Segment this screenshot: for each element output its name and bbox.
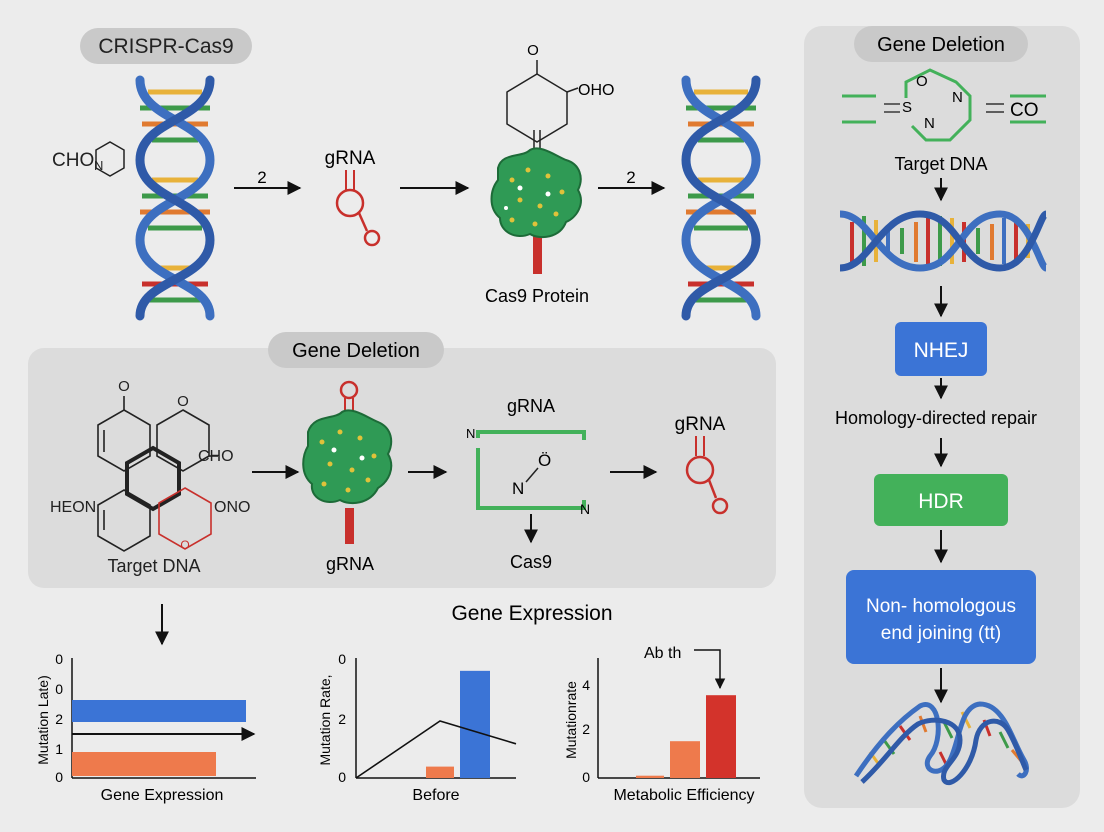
grna-box: gRNA N N Ö N Cas9 [466,396,590,572]
right-target-label: Target DNA [894,154,987,174]
charts-heading: Gene Expression [451,602,612,625]
chart1-bar-orange [72,752,216,776]
arrow-1-label: 2 [257,168,266,187]
cho-label: CHO [52,150,94,171]
hdr-box: HDR [874,474,1008,526]
chart2-bar-orange [426,766,454,778]
middle-protein-label: gRNA [326,554,374,574]
chart3-ylabel: Mutationrate [563,681,579,759]
grna-middle-right: gRNA [675,414,729,515]
dna-helix-2 [681,75,761,321]
chart3-xlabel: Metabolic Efficiency [613,787,754,804]
chart-1: Mutation Late) 0 0 2 1 0 Gene Expression [35,651,256,804]
right-co-label: CO [1010,100,1039,121]
chart1-xlabel: Gene Expression [101,787,224,804]
chart3-bar-1 [636,775,664,778]
chart3-tick-2: 0 [582,769,590,785]
arrow-3-label: 2 [626,168,635,187]
chart2-xlabel: Before [412,787,459,804]
cas9-protein-middle: gRNA [302,380,393,574]
box-n-center: N [512,479,524,498]
middle-target-label: Target DNA [107,556,200,576]
dna-final [853,701,1029,785]
middle-title: Gene Deletion [292,340,420,362]
cho-molecule: CHO N [52,141,125,177]
chart3-annotation-arrow [694,649,726,690]
right-mol-n2: N [924,115,935,132]
grna-top-label: gRNA [325,148,376,169]
chart3-tick-1: 2 [582,721,590,737]
cas9-protein-top: Cas9 Protein [485,147,589,306]
chart1-ylabel: Mutation Late) [35,675,51,765]
top-title: CRISPR-Cas9 [98,35,233,58]
middle-panel [28,348,776,588]
oho-label: OHO [578,82,614,99]
ketone-o: O [527,42,539,59]
chart2-tick-2: 0 [338,769,346,785]
dna-horizontal [839,210,1050,272]
box-n-right: N [580,501,590,517]
chart3-tick-0: 4 [582,677,590,693]
mol-ono: ONO [214,499,250,516]
hdr-text: Homology-directed repair [835,408,1037,428]
right-mol-o: O [916,73,928,90]
chart1-tick-2: 2 [55,711,63,727]
chart2-tick-0: 0 [338,651,346,667]
chart1-tick-3: 1 [55,741,63,757]
middle-title-pill: Gene Deletion [268,332,444,368]
cas9-protein-label: Cas9 Protein [485,286,589,306]
chart1-bar-blue [72,700,246,722]
hdr-label: HDR [918,490,964,513]
right-mol-s: S [902,99,912,116]
box-o-center: Ö [538,451,551,470]
mol-o1: O [118,378,130,395]
box-top-label: gRNA [507,396,555,416]
chart2-bar-blue [460,670,490,778]
chart-2: Mutation Rate, 0 2 0 Before [317,651,517,804]
grna-top: gRNA [325,148,381,247]
top-title-pill: CRISPR-Cas9 [80,28,252,64]
chart-3: Mutationrate 4 2 0 Ab th Metabolic Effic… [563,645,760,804]
chart1-tick-1: 0 [55,681,63,697]
chart3-bar-2 [670,741,700,778]
right-title-pill: Gene Deletion [854,26,1028,62]
grna-right-label: gRNA [675,414,726,435]
chart2-line [355,720,517,779]
chart3-annotation: Ab th [644,645,681,662]
nhej-full-line1: Non- homologous [866,596,1016,617]
target-molecule: O O CHO HEON ONO O Target DNA [50,378,250,576]
right-title: Gene Deletion [877,34,1005,56]
chart1-tick-4: 0 [55,769,63,785]
ketone-molecule: O OHO [506,42,614,156]
box-n-left: N [466,426,475,441]
mol-o2: O [177,393,189,410]
ring-n: N [94,158,103,173]
dna-helix-1 [135,75,215,321]
chart2-ylabel: Mutation Rate, [317,674,333,765]
right-mol-n1: N [952,89,963,106]
right-molecule: O N S N CO Target DNA [842,68,1046,174]
mol-heon: HEON [50,499,96,516]
mol-cho: CHO [198,448,234,465]
nhej-full-line2: end joining (tt) [881,623,1001,644]
nhej-full-box: Non- homologous end joining (tt) [846,570,1036,664]
nhej-label: NHEJ [914,339,969,362]
nhej-box: NHEJ [895,322,987,376]
chart1-tick-0: 0 [55,651,63,667]
chart2-tick-1: 2 [338,711,346,727]
chart3-bar-3 [706,695,736,778]
mol-red-o: O [180,538,189,552]
box-bottom-label: Cas9 [510,552,552,572]
